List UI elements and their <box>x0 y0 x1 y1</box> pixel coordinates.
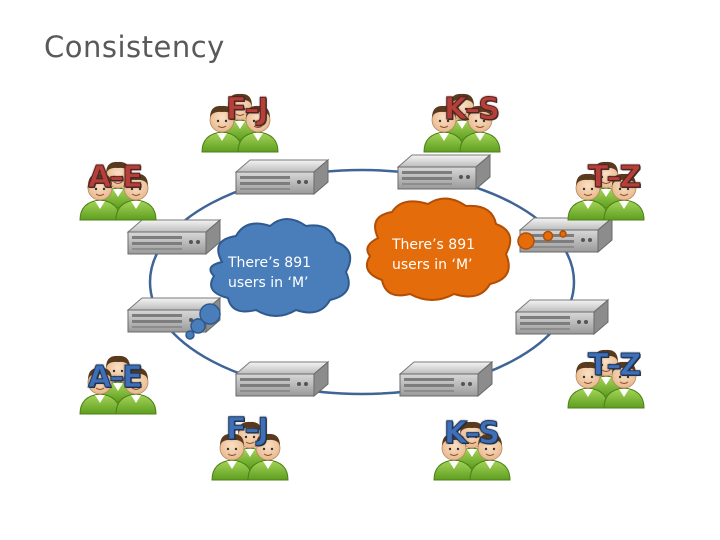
cluster-ring <box>148 168 576 396</box>
server-node-bottom-left <box>235 361 329 397</box>
server-node-bottom-right <box>399 361 493 397</box>
range-label-top-k-s: K–S <box>444 92 501 127</box>
thought-cloud-right <box>366 197 567 301</box>
right-bubble-line1: There’s 891 <box>392 237 476 253</box>
range-label-bottom-k-s: K–S <box>444 416 501 451</box>
right-bubble-text: There’s 891 users in ‘M’ <box>392 235 475 275</box>
range-label-top-a-e: A–E <box>88 160 144 195</box>
left-bubble-line2: users in ‘M’ <box>228 275 309 291</box>
left-bubble-line1: There’s 891 <box>228 255 312 271</box>
left-bubble-text: There’s 891 users in ‘M’ <box>228 253 311 293</box>
server-node-right-lower <box>515 299 609 335</box>
range-label-top-f-j: F–J <box>226 92 270 127</box>
server-node-top-right <box>397 154 491 190</box>
thought-cloud-left <box>185 218 352 340</box>
server-node-top-left <box>235 159 329 195</box>
range-label-bottom-a-e: A–E <box>88 360 144 395</box>
range-label-bottom-f-j: F–J <box>226 412 270 447</box>
range-label-bottom-t-z: T–Z <box>587 348 641 383</box>
range-label-top-t-z: T–Z <box>587 160 641 195</box>
slide-title: Consistency <box>44 30 225 64</box>
right-bubble-line2: users in ‘M’ <box>392 257 473 273</box>
server-node-left-upper <box>127 219 221 255</box>
